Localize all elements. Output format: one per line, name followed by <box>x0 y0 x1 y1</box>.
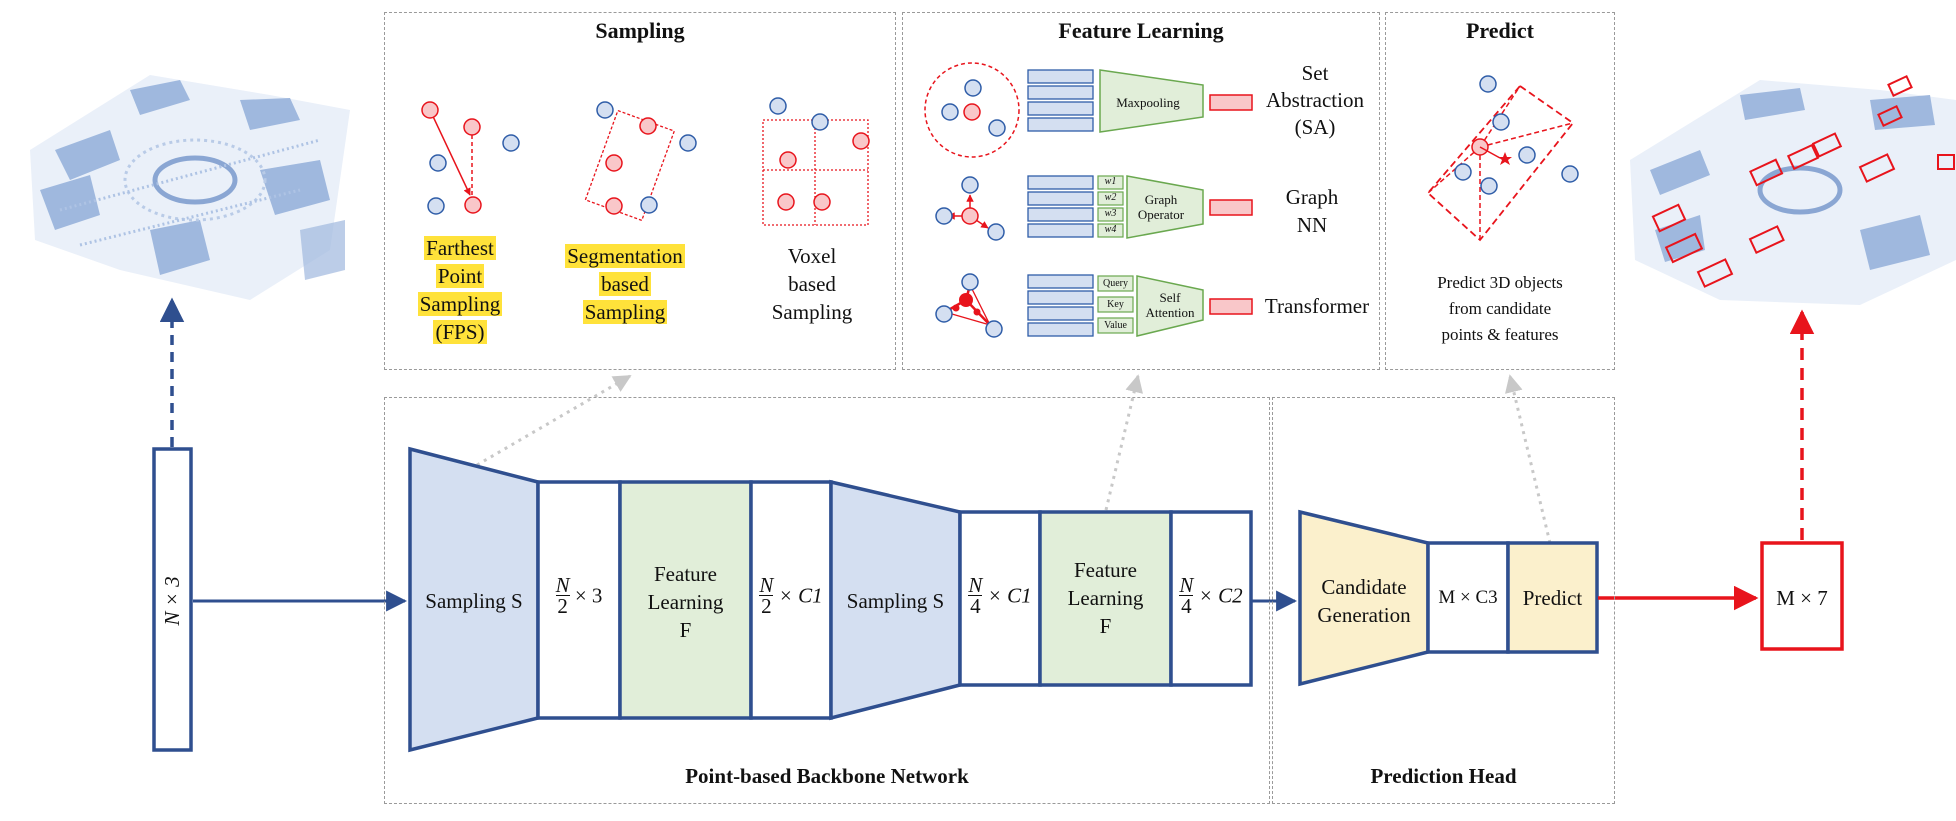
sampling-connector <box>476 374 632 467</box>
transformer-output-feature <box>1209 298 1253 315</box>
predict-label: Predict <box>1522 586 1583 610</box>
n2xc1-block <box>749 480 833 720</box>
self-attention-trapezoid <box>1136 275 1204 337</box>
set-abstraction-label: Set Abstraction (SA) <box>1266 61 1364 139</box>
maxpooling-label: Maxpooling <box>1116 95 1180 110</box>
fps-figure <box>421 101 520 215</box>
qkv-boxes <box>1097 275 1134 334</box>
fps-label: Farthest Point Sampling (FPS) <box>417 236 503 344</box>
sampling-title: Sampling <box>595 18 685 43</box>
n2x3-block <box>536 480 622 720</box>
predict-description: Predict 3D objects from candidate points… <box>1437 273 1563 344</box>
query-label: Query <box>1103 278 1128 289</box>
predict-block <box>1506 541 1599 654</box>
feature-learning-block-2 <box>1038 510 1173 687</box>
mxc3-label: M × C3 <box>1438 587 1498 608</box>
value-label: Value <box>1104 320 1127 331</box>
self-attention-label: Self Attention <box>1145 290 1195 320</box>
output-label: M × 7 <box>1776 586 1828 610</box>
predict-figure <box>1426 75 1579 242</box>
feature-learning-label-1: Feature Learning F <box>647 562 724 642</box>
prediction-head-panel <box>1272 397 1615 804</box>
segmentation-label: Segmentation based Sampling <box>565 244 685 324</box>
transformer-label: Transformer <box>1264 294 1370 318</box>
voxel-figure <box>762 97 870 226</box>
sa-output-feature <box>1209 94 1253 111</box>
candidate-generation-label: Candidate Generation <box>1317 575 1411 627</box>
n4xc2-block <box>1169 510 1253 687</box>
graph-output-feature <box>1209 199 1253 216</box>
graph-feature-stack <box>1027 175 1094 238</box>
n4xc1-block <box>958 510 1042 687</box>
graph-figure <box>935 176 1005 241</box>
predict-title: Predict <box>1465 18 1534 43</box>
predict-panel <box>1385 12 1615 370</box>
transformer-feature-stack <box>1027 274 1094 337</box>
sampling-s-label-2: Sampling S <box>846 589 945 613</box>
output-point-cloud-image <box>1630 75 1956 305</box>
input-block <box>152 447 193 752</box>
sampling-panel <box>384 12 896 370</box>
voxel-label: Voxel based Sampling <box>771 244 853 324</box>
input-label: N × 3 <box>160 576 184 626</box>
transformer-figure <box>935 273 1003 338</box>
weight-w2: w2 <box>1104 192 1117 203</box>
key-label: Key <box>1107 299 1124 310</box>
feature-connector <box>1104 374 1143 511</box>
graph-operator-label: Graph Operator <box>1137 192 1185 222</box>
output-block <box>1760 541 1844 651</box>
graph-weight-boxes <box>1097 175 1124 238</box>
sa-feature-stack <box>1027 69 1094 132</box>
input-point-cloud-image <box>30 75 350 300</box>
feature-learning-title: Feature Learning <box>1058 18 1224 43</box>
backbone-panel <box>384 397 1270 804</box>
graph-nn-label: Graph NN <box>1285 185 1339 237</box>
prediction-head-title: Prediction Head <box>1370 764 1517 788</box>
backbone-title: Point-based Backbone Network <box>685 764 969 788</box>
sampling-s-label-1: Sampling S <box>425 589 523 613</box>
maxpooling-trapezoid <box>1099 69 1204 133</box>
feature-learning-panel <box>902 12 1380 370</box>
weight-w1: w1 <box>1104 176 1117 187</box>
feature-learning-label-2: Feature Learning F <box>1067 558 1144 638</box>
graph-operator-trapezoid <box>1126 175 1204 239</box>
feature-learning-block-1 <box>618 480 753 720</box>
weight-w4: w4 <box>1104 224 1117 235</box>
sa-figure <box>924 62 1020 158</box>
segmentation-figure <box>584 101 697 222</box>
weight-w3: w3 <box>1104 208 1117 219</box>
